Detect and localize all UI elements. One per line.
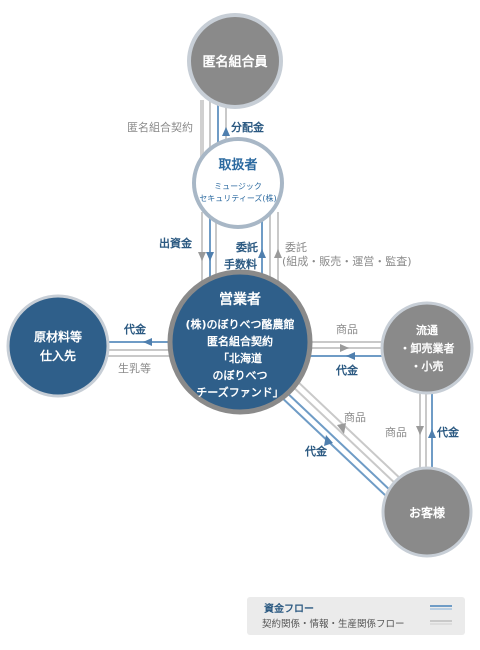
legend-fund-swatch bbox=[430, 605, 452, 610]
node-handler-sub: ミュージック bbox=[214, 182, 262, 191]
label-goods-distribution: 商品 bbox=[336, 322, 358, 336]
node-suppliers-line: 原材料等 bbox=[34, 329, 82, 344]
legend-info-label: 契約関係・情報・生産関係フロー bbox=[262, 618, 405, 630]
node-distribution-line: ・小売 bbox=[411, 359, 444, 373]
arrow-up-icon bbox=[222, 127, 230, 136]
label-supplier-payment: 代金 bbox=[123, 322, 147, 336]
arrow-left-icon bbox=[143, 338, 152, 346]
label-commission: 委託 bbox=[235, 240, 258, 254]
connector-handler-operator bbox=[198, 212, 282, 288]
label-contract: 匿名組合契約 bbox=[127, 120, 193, 134]
legend: 資金フロー 契約関係・情報・生産関係フロー bbox=[247, 597, 465, 635]
label-investment: 出資金 bbox=[159, 236, 193, 250]
connector-operator-customers bbox=[277, 379, 405, 497]
arrow-down-icon bbox=[198, 252, 206, 261]
arrow-up-icon bbox=[274, 249, 282, 258]
label-payment-distribution: 代金 bbox=[335, 363, 359, 377]
label-payment-customer-dist: 代金 bbox=[436, 425, 460, 439]
connector-operator-distribution bbox=[308, 341, 388, 360]
label-goods-dist-customer: 商品 bbox=[385, 425, 407, 439]
node-operator: 営業者 (株)のぼりべつ酪農館 匿名組合契約 「北海道 のぼりべつ チーズファン… bbox=[167, 269, 313, 415]
arrow-right-icon bbox=[340, 344, 349, 352]
connector-distribution-customers bbox=[416, 393, 436, 470]
node-handler-title: 取扱者 bbox=[218, 157, 257, 173]
node-customers-label: お客様 bbox=[409, 505, 446, 520]
label-entrust-detail: (組成・販売・運営・監査) bbox=[282, 254, 412, 268]
arrow-left-icon bbox=[346, 352, 355, 360]
arrow-diagonal-icon bbox=[324, 435, 333, 446]
node-operator-line: (株)のぼりべつ酪農館 bbox=[185, 317, 294, 331]
legend-info-swatch bbox=[430, 620, 452, 625]
label-raw-milk: 生乳等 bbox=[118, 361, 151, 375]
arrow-up-icon bbox=[258, 249, 266, 258]
node-investors: 匿名組合員 bbox=[187, 13, 283, 109]
arrow-down-icon bbox=[416, 426, 424, 435]
node-handler: 取扱者 ミュージック セキュリティーズ(株) bbox=[192, 137, 284, 229]
node-investors-label: 匿名組合員 bbox=[202, 54, 267, 70]
node-suppliers-line: 仕入先 bbox=[39, 348, 76, 363]
node-suppliers: 原材料等 仕入先 bbox=[6, 294, 110, 398]
label-payment-customer: 代金 bbox=[304, 444, 328, 458]
node-distribution-line: 流通 bbox=[416, 323, 438, 337]
node-operator-line: 「北海道 bbox=[218, 351, 262, 365]
node-distribution: 流通 ・卸売業者 ・小売 bbox=[380, 301, 474, 395]
node-operator-line: のぼりべつ bbox=[213, 369, 268, 382]
connector-suppliers-operator bbox=[104, 338, 172, 357]
legend-fund-label: 資金フロー bbox=[264, 602, 314, 615]
arrow-diagonal-icon bbox=[337, 423, 346, 434]
node-customers: お客様 bbox=[381, 466, 473, 558]
node-operator-line: チーズファンド」 bbox=[196, 385, 283, 399]
label-entrust: 委託 bbox=[285, 240, 307, 254]
arrow-down-icon bbox=[206, 252, 214, 261]
node-operator-line: 匿名組合契約 bbox=[207, 334, 273, 348]
label-goods-customer: 商品 bbox=[344, 410, 366, 424]
node-handler-sub: セキュリティーズ(株) bbox=[199, 193, 276, 203]
node-distribution-line: ・卸売業者 bbox=[400, 341, 455, 355]
label-commission: 手数料 bbox=[224, 257, 257, 271]
arrow-up-icon bbox=[428, 429, 436, 438]
label-distribution-money: 分配金 bbox=[231, 120, 265, 134]
node-operator-title: 営業者 bbox=[219, 291, 261, 308]
